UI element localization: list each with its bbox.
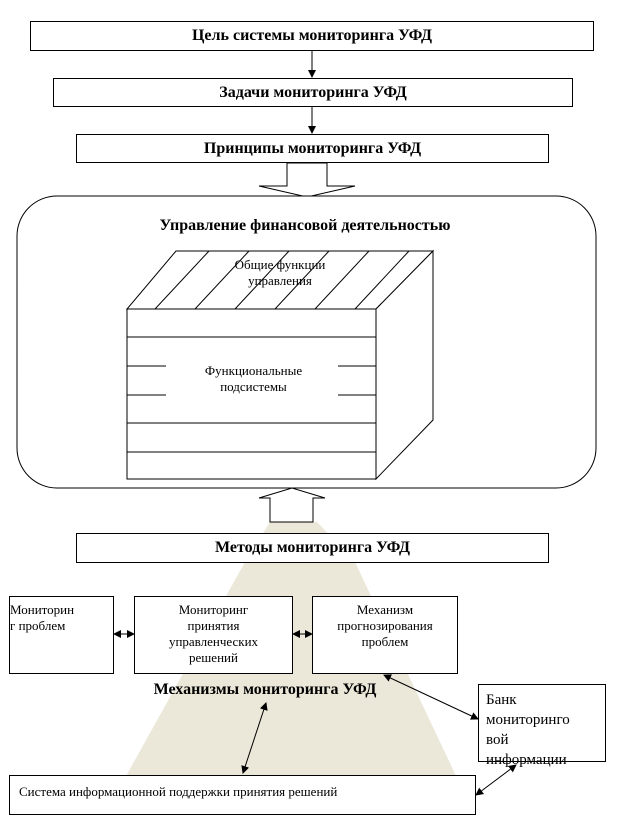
dss-box: Система информационной поддержки приняти…	[9, 775, 476, 815]
methods-label: Методы мониторинга УФД	[214, 539, 411, 556]
double-arrow-mechanisms-dss	[241, 702, 268, 774]
bank-label: Банк мониторинго вой информации	[486, 692, 570, 768]
subsystems-label: Функциональные подсистемы	[204, 363, 303, 394]
forecasting-box: Механизм прогнозирования проблем	[312, 596, 458, 674]
double-arrow-bank-dss	[475, 764, 517, 796]
decision-monitoring-box: Мониторинг принятия управленческих решен…	[134, 596, 293, 674]
principles-label: Принципы мониторинга УФД	[203, 139, 422, 157]
dss-label: Система информационной поддержки приняти…	[19, 784, 338, 799]
mechanisms-label: Механизмы мониторинга УФД	[153, 681, 377, 698]
problem-monitoring-box: Мониторин г проблем	[9, 596, 114, 674]
management-title: Управление финансовой деятельностью	[159, 217, 451, 234]
methods-box: Методы мониторинга УФД	[76, 533, 549, 563]
goal-box: Цель системы мониторинга УФД	[30, 21, 594, 51]
block-arrow-up	[258, 487, 326, 523]
double-arrow-forecasting-bank	[383, 674, 479, 720]
principles-box: Принципы мониторинга УФД	[76, 134, 549, 163]
bank-box	[478, 684, 606, 762]
cube-top-hatching	[154, 251, 433, 309]
tasks-box: Задачи мониторинга УФД	[53, 78, 573, 107]
tasks-label: Задачи мониторинга УФД	[219, 83, 407, 101]
block-arrow-down	[258, 162, 356, 198]
general-functions-label: Общие функции управления	[234, 257, 326, 288]
goal-label: Цель системы мониторинга УФД	[191, 27, 433, 44]
